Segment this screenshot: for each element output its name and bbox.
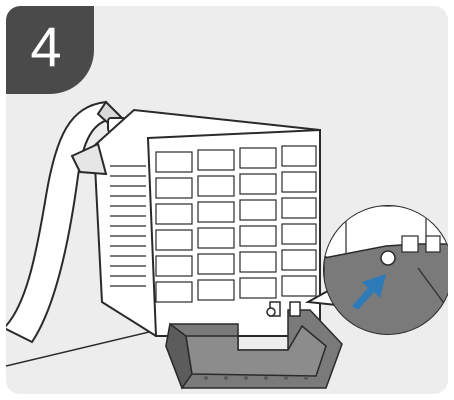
step-number-badge: 4	[6, 6, 94, 94]
step-number: 4	[30, 14, 61, 79]
instruction-card: 4	[6, 6, 448, 394]
callout-detail	[324, 206, 448, 336]
filter-body	[72, 110, 320, 336]
